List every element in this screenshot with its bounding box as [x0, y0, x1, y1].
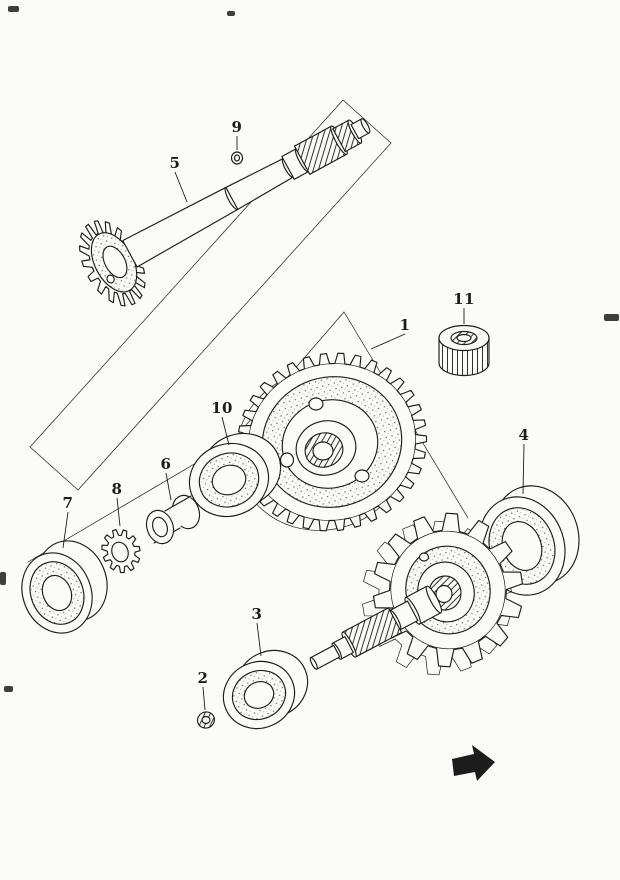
bearing-bore	[211, 464, 247, 496]
lock-washer-8	[101, 529, 141, 574]
washer-bore	[233, 154, 241, 162]
lock-nut-11	[438, 324, 490, 377]
leader-line-8	[116, 497, 121, 527]
view-direction-arrow	[452, 745, 495, 781]
lock-washer-bore	[111, 541, 129, 563]
collar-bore	[152, 516, 168, 538]
leader-line-5	[174, 171, 188, 203]
gear-hole-top	[308, 397, 324, 411]
shaft-tip-cap	[360, 118, 371, 134]
scan-artifact	[604, 314, 619, 321]
leader-line-7	[62, 511, 69, 549]
scan-artifacts	[0, 6, 619, 692]
gear-hole-right	[354, 469, 370, 483]
gear-hole-left	[279, 452, 295, 468]
bevel-pinion-shaft	[79, 118, 371, 307]
collar-edge-top	[164, 495, 192, 512]
bevel-gear-hub	[102, 245, 128, 279]
wheel-hole	[418, 552, 430, 562]
bearing-bore	[243, 681, 275, 709]
leader-line-2	[202, 686, 206, 711]
spacer-2	[196, 711, 216, 729]
leader-lines	[62, 136, 525, 711]
scan-artifact	[8, 6, 19, 12]
spacer-collar-6	[145, 494, 201, 545]
bearing-3	[222, 649, 309, 730]
scan-artifact	[0, 572, 6, 585]
gear-bore-center	[312, 441, 334, 461]
wheel-root-circle	[390, 530, 506, 650]
output-shaft	[309, 585, 443, 670]
stub-cap	[309, 656, 318, 670]
leader-line-4	[522, 443, 525, 495]
bevel-gear-hole	[106, 274, 115, 284]
driven-gear-1	[236, 352, 428, 532]
leader-line-1	[370, 333, 406, 350]
group-box-shaft	[29, 99, 392, 491]
bearing-4	[478, 485, 580, 596]
scan-artifact	[4, 686, 13, 692]
leader-line-10	[221, 416, 230, 446]
leader-line-6	[165, 472, 172, 501]
wheel-bore-center	[435, 584, 453, 604]
spacer-bore	[201, 715, 211, 725]
washer-9	[230, 151, 244, 165]
collar-cap	[425, 585, 443, 614]
bearing-7	[21, 540, 108, 634]
scan-artifact	[227, 11, 235, 16]
bearing-10	[188, 432, 282, 518]
shaft-body	[122, 186, 239, 268]
nut-bore-center	[456, 333, 472, 343]
bearing-bore	[41, 574, 73, 612]
leader-line-3	[256, 622, 262, 657]
